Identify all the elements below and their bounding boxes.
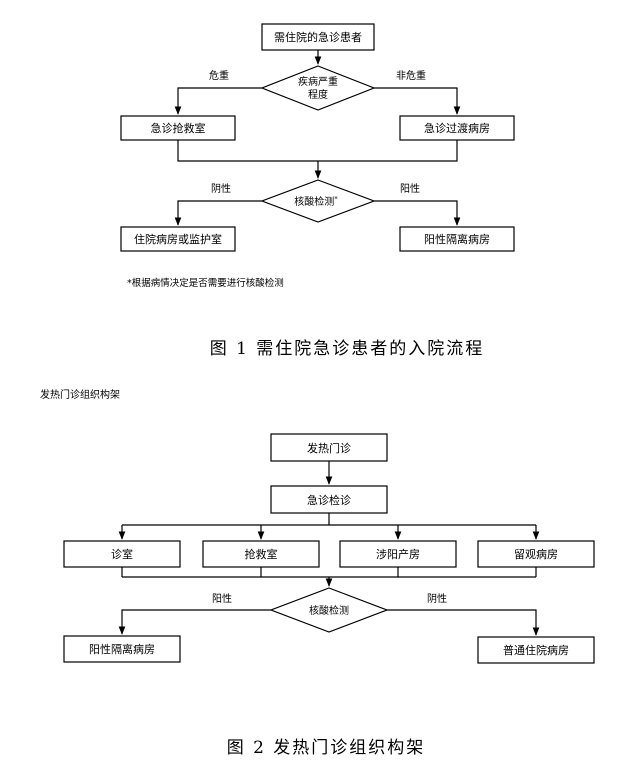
figure-2: 发热门诊 急诊检诊 诊室 抢救室 涉阳产房 留观病房 核酸检测 阳性 阴 <box>63 433 595 758</box>
figure-1-caption: 图 1 需住院急诊患者的入院流程 <box>210 339 485 359</box>
arrow-positive-2 <box>118 609 271 635</box>
figure-1: 需住院的急诊患者 疾病严重 程度 危重 非危重 急诊抢救室 急诊过渡病房 核酸检… <box>120 23 515 359</box>
unit-consult-room-label: 诊室 <box>111 547 133 561</box>
footnote: *根据病情决定是否需要进行核酸检测 <box>127 277 284 289</box>
emergency-triage-node <box>270 485 388 514</box>
positive-isolation-ward-node <box>399 226 515 252</box>
start-node <box>261 23 375 51</box>
non-critical-label: 非危重 <box>396 69 426 82</box>
positive-isolation-ward-label: 阳性隔离病房 <box>424 232 490 246</box>
unit-delivery-room <box>339 540 457 568</box>
inpatient-ward-node <box>120 226 236 252</box>
nucleic-test-decision <box>260 179 376 223</box>
merge-line <box>177 140 458 162</box>
unit-consult-room <box>63 540 181 568</box>
arrow-critical <box>174 87 262 115</box>
severity-decision <box>260 65 376 111</box>
arrow-positive <box>374 200 461 226</box>
positive-label: 阳性 <box>400 182 420 195</box>
general-inpatient-ward-node <box>477 636 595 664</box>
emergency-rescue-room-label: 急诊抢救室 <box>151 121 206 135</box>
unit-rescue-room-label: 抢救室 <box>245 547 278 561</box>
unit-delivery-room-label: 涉阳产房 <box>376 547 420 561</box>
arrow-negative <box>174 200 262 226</box>
nucleic-test-2-label: 核酸检测 <box>309 604 349 617</box>
positive-isolation-ward-node-2 <box>63 635 181 663</box>
arrow-non-critical <box>374 87 461 115</box>
positive-isolation-ward-2-label: 阳性隔离病房 <box>89 642 155 656</box>
severity-decision-label-1: 疾病严重 <box>298 75 338 88</box>
unit-observation-ward-label: 留观病房 <box>514 547 558 561</box>
arrow-negative-2 <box>387 609 540 636</box>
nucleic-test-decision-2 <box>269 587 389 633</box>
negative-label-2: 阴性 <box>427 592 447 605</box>
inpatient-ward-label: 住院病房或监护室 <box>134 232 222 246</box>
section-label: 发热门诊组织构架 <box>40 388 120 401</box>
general-inpatient-ward-label: 普通住院病房 <box>503 643 569 657</box>
critical-label: 危重 <box>209 69 229 82</box>
fever-clinic-label: 发热门诊 <box>307 441 351 455</box>
emergency-triage-label: 急诊检诊 <box>307 493 351 507</box>
positive-label-2: 阳性 <box>212 592 232 605</box>
nucleic-test-label: 核酸检测* <box>294 195 338 208</box>
transition-ward-label: 急诊过渡病房 <box>424 121 490 135</box>
start-node-label: 需住院的急诊患者 <box>274 30 362 44</box>
severity-decision-label-2: 程度 <box>308 88 328 101</box>
negative-label: 阴性 <box>211 182 231 195</box>
emergency-rescue-room-node <box>120 115 236 141</box>
figure-2-caption: 图 2 发热门诊组织构架 <box>227 738 426 758</box>
unit-observation-ward <box>477 540 595 568</box>
